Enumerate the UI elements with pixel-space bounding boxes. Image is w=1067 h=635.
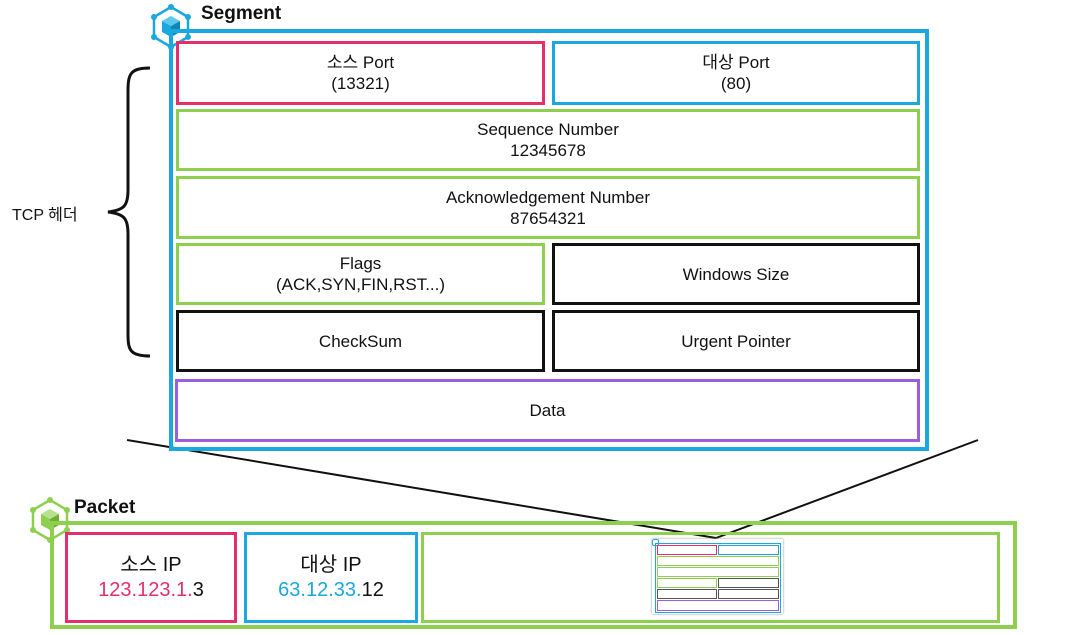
source-port-label: 소스 Port — [326, 53, 395, 72]
window-size-field: Windows Size — [552, 243, 920, 305]
sequence-number-field: Sequence Number 12345678 — [176, 109, 920, 171]
segment-title: Segment — [201, 3, 282, 24]
destination-ip-network: 63.12.33. — [278, 578, 362, 601]
source-ip-network: 123.123.1. — [98, 578, 193, 601]
segment-cube-icon — [151, 4, 191, 50]
source-ip-label: 소스 IP — [120, 553, 182, 576]
flags-value: (ACK,SYN,FIN,RST...) — [275, 275, 446, 294]
thumbnail-row-checksum — [657, 589, 717, 599]
thumbnail-frame — [655, 543, 781, 613]
flags-label: Flags — [339, 254, 382, 273]
sequence-number-value: 12345678 — [510, 141, 586, 160]
tcp-header-label: TCP 헤더 — [12, 207, 78, 224]
thumbnail-row-ack — [657, 567, 779, 577]
thumbnail-row-urgent — [718, 589, 779, 599]
data-field: Data — [175, 379, 920, 442]
flags-field: Flags (ACK,SYN,FIN,RST...) — [176, 243, 545, 305]
acknowledgement-number-value: 87654321 — [510, 208, 586, 228]
thumbnail-row-seq — [657, 556, 779, 566]
thumbnail-row-ports-dst — [718, 545, 779, 555]
destination-ip-host: 12 — [361, 578, 384, 601]
packet-payload-field — [421, 532, 1000, 623]
destination-port-label: 대상 Port — [702, 53, 770, 72]
thumbnail-row-flags — [657, 578, 717, 588]
destination-ip-field: 대상 IP 63.12.33.12 — [244, 532, 418, 623]
packet-cube-icon — [30, 497, 70, 543]
acknowledgement-number-label: Acknowledgement Number — [445, 187, 651, 207]
source-ip-host: 3 — [192, 578, 204, 601]
packet-title: Packet — [74, 497, 136, 518]
thumbnail-row-data — [657, 600, 779, 611]
destination-ip-label: 대상 IP — [300, 553, 362, 576]
source-port-field: 소스 Port (13321) — [176, 41, 545, 105]
data-label: Data — [529, 401, 566, 420]
window-size-label: Windows Size — [682, 264, 790, 284]
segment-container — [169, 29, 929, 451]
source-ip-address: 123.123.1.3 — [98, 578, 204, 603]
tcp-header-brace — [107, 66, 151, 358]
thumbnail-row-window — [718, 578, 779, 588]
urgent-pointer-label: Urgent Pointer — [681, 331, 791, 351]
acknowledgement-number-field: Acknowledgement Number 87654321 — [176, 176, 920, 239]
destination-port-value: (80) — [720, 74, 752, 93]
sequence-number-label: Sequence Number — [477, 120, 619, 139]
checksum-field: CheckSum — [176, 310, 545, 372]
destination-port-field: 대상 Port (80) — [552, 41, 920, 105]
urgent-pointer-field: Urgent Pointer — [552, 310, 920, 372]
source-ip-field: 소스 IP 123.123.1.3 — [65, 532, 237, 623]
segment-thumbnail — [652, 539, 783, 614]
checksum-label: CheckSum — [318, 331, 403, 351]
source-port-value: (13321) — [331, 74, 390, 93]
destination-ip-address: 63.12.33.12 — [278, 578, 384, 603]
thumbnail-row-ports-src — [657, 545, 717, 555]
packet-container — [50, 521, 1017, 629]
